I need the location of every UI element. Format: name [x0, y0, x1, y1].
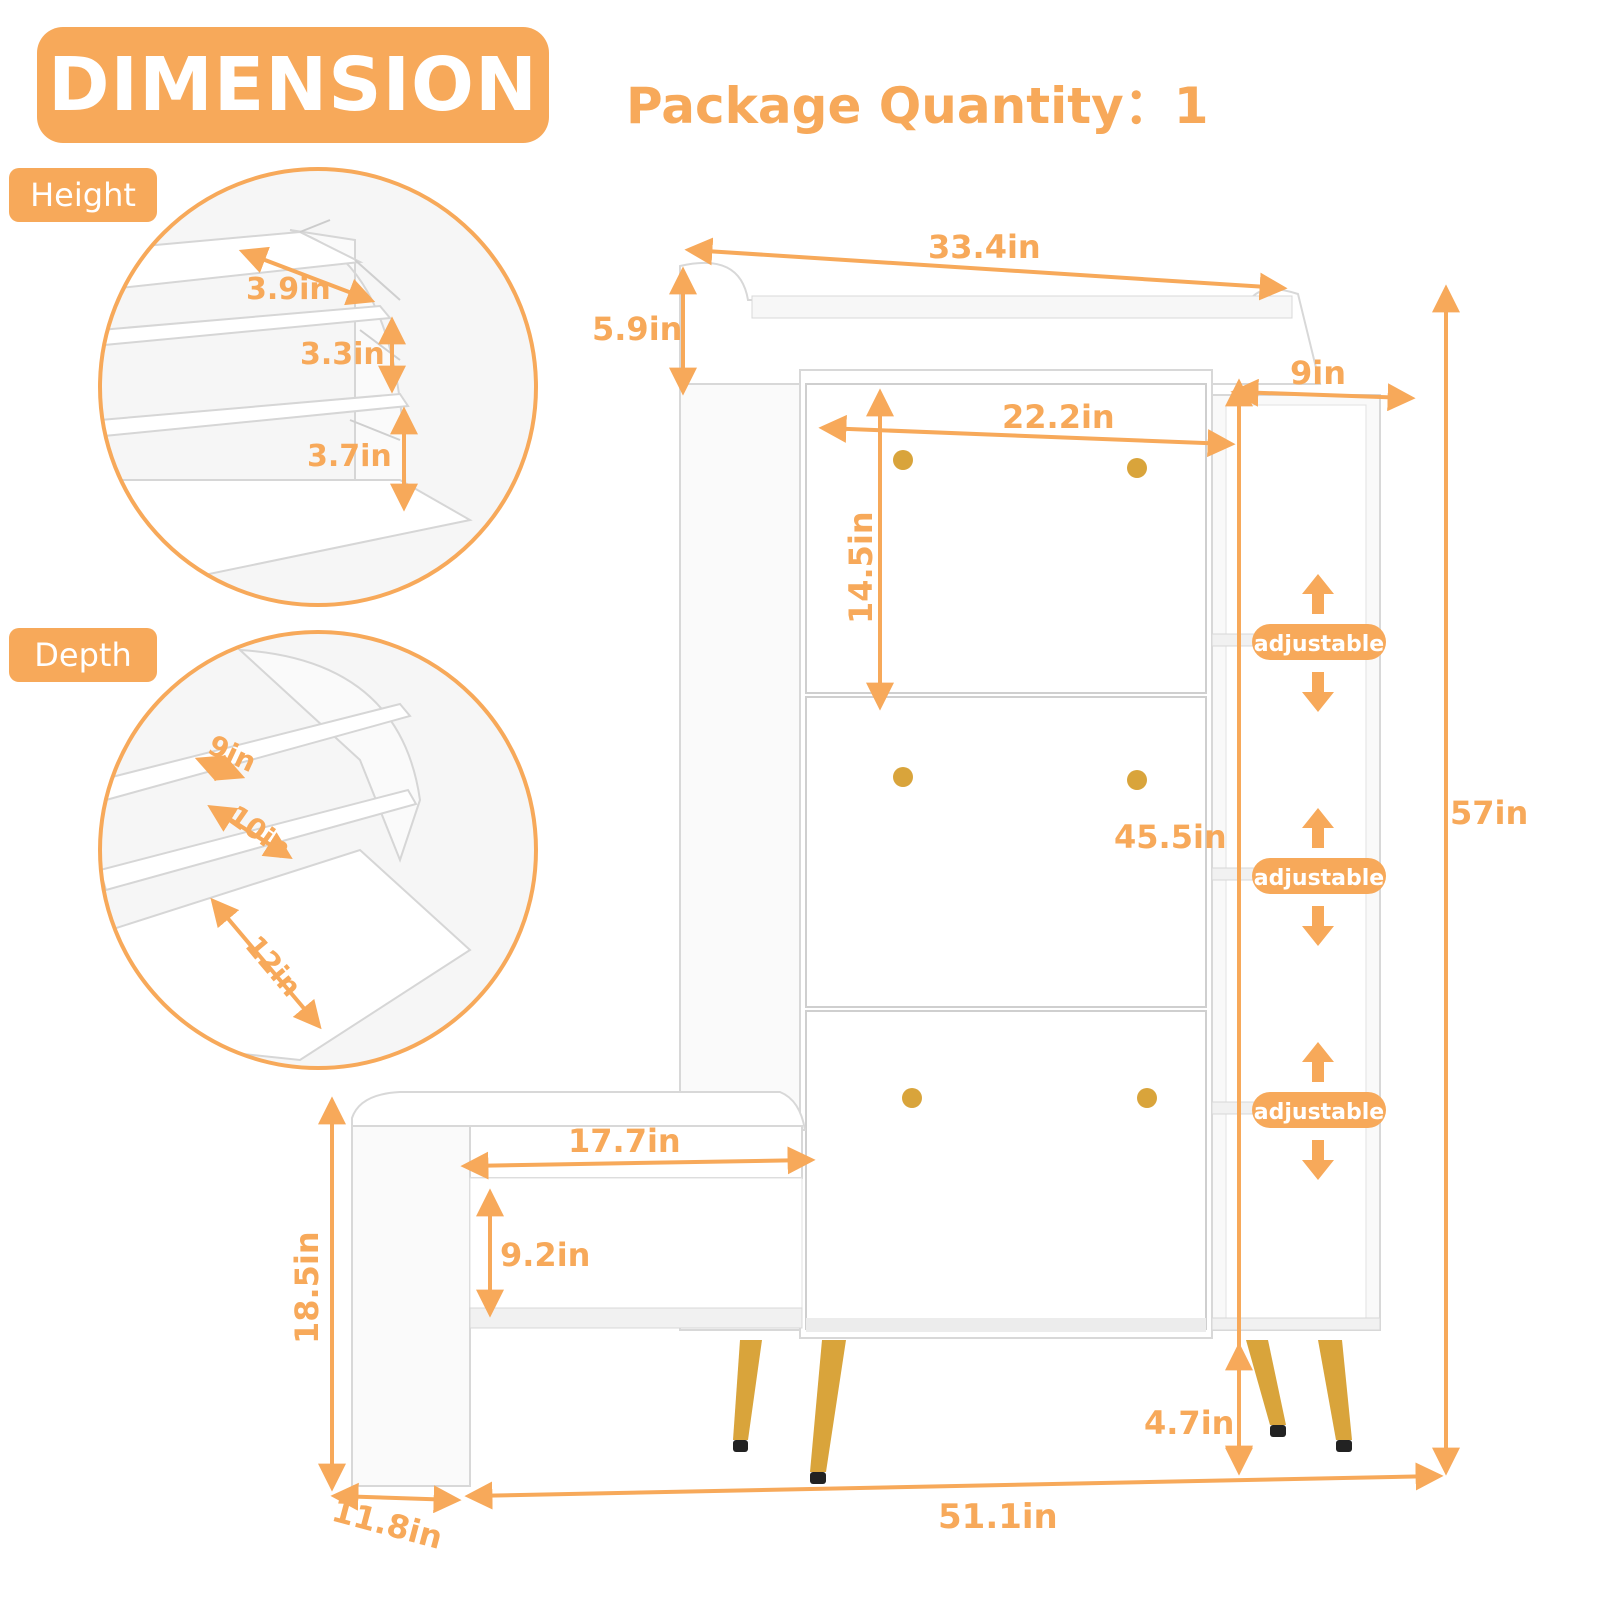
bench-height-label: 18.5in	[288, 1231, 326, 1344]
storage-bench	[351, 1091, 807, 1487]
cabinet-legs	[733, 1340, 1352, 1472]
dimension-lines	[318, 237, 1460, 1514]
height-tag: Height	[9, 168, 157, 222]
overall-height-label: 57in	[1450, 794, 1528, 832]
dimension-title: DIMENSION	[48, 42, 538, 128]
height-gap-3-label: 3.7in	[307, 439, 392, 474]
bench-cushion	[351, 1091, 807, 1131]
cabinet-height-label: 45.5in	[1114, 818, 1227, 856]
package-quantity: Package Quantity：1	[626, 77, 1209, 135]
adjustable-label-2: adjustable	[1254, 866, 1384, 891]
bench-shelf-label: 9.2in	[500, 1236, 590, 1274]
height-gap-1-label: 3.9in	[246, 272, 331, 307]
door-bottom	[805, 1010, 1207, 1330]
top-height-label: 5.9in	[592, 310, 682, 348]
height-detail-circle: 3.9in 3.3in 3.7in	[98, 167, 538, 607]
adjustable-label-3: adjustable	[1254, 1100, 1384, 1125]
bench-width-label: 17.7in	[568, 1122, 681, 1160]
door-width-label: 22.2in	[1002, 398, 1115, 436]
door-middle	[805, 696, 1207, 1008]
overall-width-label: 51.1in	[938, 1497, 1058, 1537]
adjustable-indicators: adjustable adjustable adjustable	[1252, 574, 1386, 1180]
door-height-label: 14.5in	[842, 511, 880, 624]
adjustable-label-1: adjustable	[1254, 632, 1384, 657]
depth-detail-circle: 9in 10in 12in	[98, 630, 538, 1070]
dimension-title-badge: DIMENSION	[37, 27, 549, 143]
leg-height-label: 4.7in	[1144, 1404, 1234, 1442]
width-total-label: 33.4in	[928, 228, 1041, 266]
height-gap-2-label: 3.3in	[300, 337, 385, 372]
side-depth-label: 9in	[1290, 354, 1346, 392]
depth-tag: Depth	[9, 628, 157, 682]
